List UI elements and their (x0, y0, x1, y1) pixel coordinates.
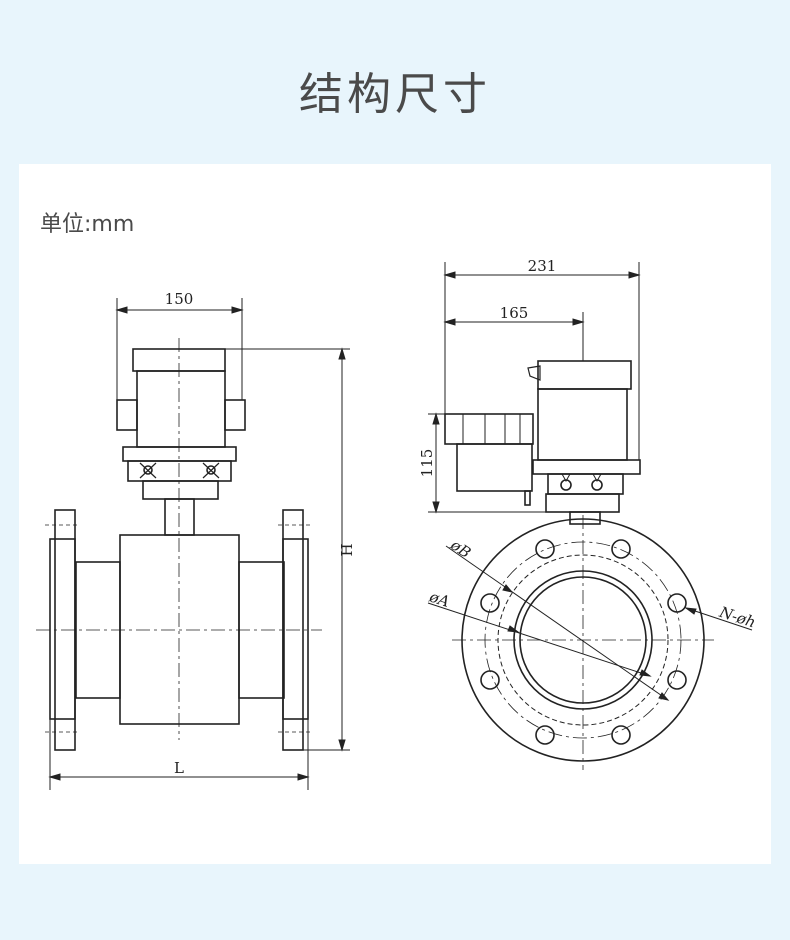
mounting-flange (122, 446, 237, 462)
neck (164, 498, 195, 536)
terminal-box-body (456, 443, 533, 492)
converter-housing (136, 370, 226, 448)
dim-l: L (174, 759, 184, 777)
cable-gland-left (116, 399, 138, 431)
front-dimensions (48, 298, 350, 790)
cable-gland-right (224, 399, 246, 431)
dim-150: 150 (165, 290, 194, 308)
flange-right-face (282, 538, 309, 720)
dim-231: 231 (528, 257, 557, 275)
side-dimensions (427, 262, 753, 701)
dim-115: 115 (418, 449, 436, 478)
dim-h: H (338, 543, 356, 556)
side-view (444, 360, 714, 770)
dimension-labels: 150 H L 231 165 115 øB øA N-øh (165, 257, 758, 777)
side-mounting-flange (532, 459, 641, 475)
side-bracket (547, 473, 624, 495)
sensor-body (119, 534, 240, 725)
drawing-card (19, 164, 771, 864)
dim-165: 165 (500, 304, 529, 322)
side-converter-cap (537, 360, 632, 390)
dim-n-phi-h: N-øh (716, 603, 758, 632)
flange-left-face (49, 538, 76, 720)
bolt-holes (480, 539, 687, 745)
side-neck (569, 511, 601, 525)
front-view (36, 338, 322, 751)
dim-phi-b: øB (447, 535, 475, 562)
side-converter-housing (537, 388, 628, 461)
page-title: 结构尺寸 (299, 69, 491, 120)
dim-phi-a: øA (426, 587, 452, 611)
side-neck-plate (545, 493, 620, 513)
neck-plate (142, 480, 219, 500)
unit-label: 单位:mm (40, 212, 135, 237)
